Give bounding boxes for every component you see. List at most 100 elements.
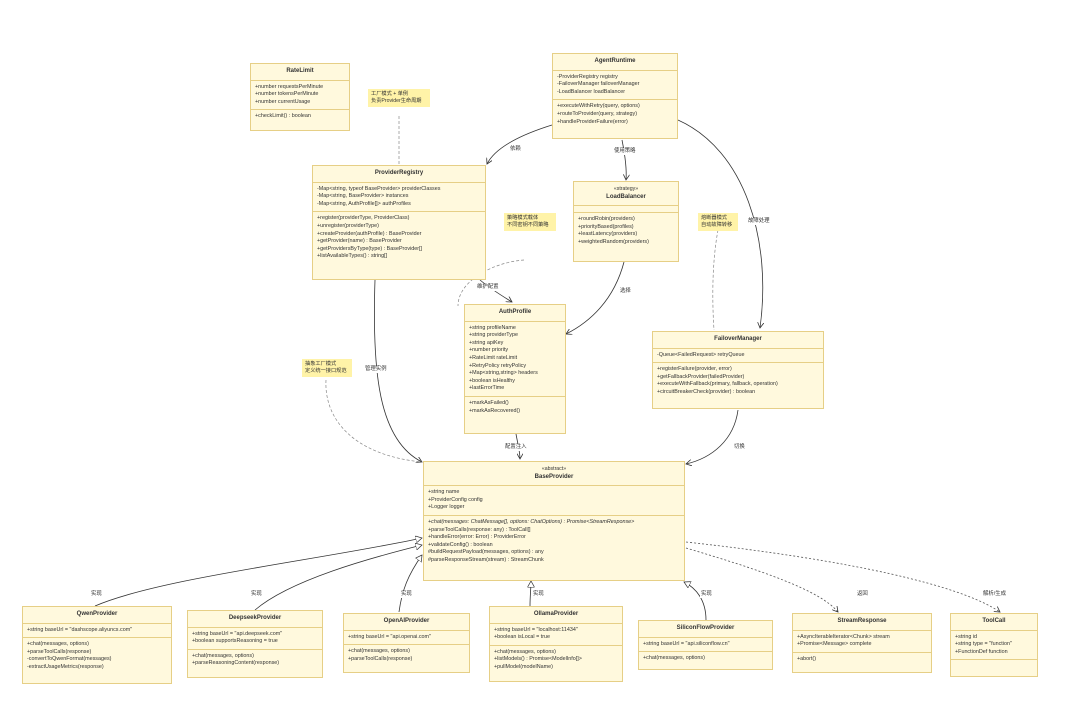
- label-implements-deepseek: 实现: [250, 591, 263, 598]
- methods: +abort(): [793, 653, 931, 667]
- methods: +roundRobin(providers) +priorityBased(pr…: [574, 213, 678, 249]
- class-siliconflowprovider: SiliconFlowProvider +string baseUrl = "a…: [638, 620, 773, 670]
- edge-silicon-inherits: [684, 582, 707, 621]
- method: +parseReasoningContent(response): [192, 660, 280, 667]
- methods: +markAsFailed() +markAsRecovered(): [465, 397, 565, 418]
- methods: +chat(messages: ChatMessage[], options: …: [424, 516, 684, 568]
- methods: +checkLimit() : boolean: [251, 110, 349, 124]
- edge-loadbalancer-authprofile: [566, 261, 625, 334]
- attribute: +boolean isLocal = true: [494, 634, 551, 641]
- attribute: +string name: [428, 489, 460, 496]
- class-name: BaseProvider: [534, 473, 574, 480]
- attribute: +Promise<Message> complete: [797, 641, 872, 648]
- attribute: +boolean isHealthy: [469, 377, 516, 384]
- method: +validateConfig() : boolean: [428, 541, 493, 548]
- method: +registerFailure(provider, error): [657, 366, 732, 373]
- method: +listAvailableTypes() : string[]: [317, 253, 388, 260]
- class-name: OpenAIProvider: [383, 618, 430, 624]
- class-name: SiliconFlowProvider: [676, 625, 735, 631]
- methods: [951, 660, 1037, 666]
- note-line: 工厂模式 + 单例: [371, 91, 409, 97]
- method: #parseResponseStream(stream) : StreamChu…: [428, 556, 544, 563]
- label-maintain-config: 维护配置: [476, 284, 500, 291]
- label-implements-ollama: 实现: [532, 591, 545, 598]
- note-circuit-breaker: 熔断器模式 自动故障转移: [698, 213, 738, 231]
- attributes: [574, 206, 678, 214]
- label-failure-handling: 故障处理: [747, 218, 771, 225]
- note-connector-abstract: [325, 379, 423, 463]
- attribute: +string profileName: [469, 324, 516, 331]
- methods: +executeWithRetry(query, options) +route…: [553, 100, 677, 129]
- attributes: -Map<string, typeof BaseProvider> provid…: [313, 183, 485, 213]
- edge-runtime-failover: [677, 119, 763, 328]
- class-agentruntime: AgentRuntime -ProviderRegistry registry …: [552, 53, 678, 139]
- attribute: +string baseUrl = "dashscope.aliyuncs.co…: [27, 626, 133, 633]
- class-baseprovider: «abstract» BaseProvider +string name +Pr…: [423, 461, 685, 581]
- attribute: +string apiKey: [469, 339, 504, 346]
- method: +getFallbackProvider(failedProvider): [657, 373, 745, 380]
- note-strategy: 策略模式载体 不同密钥不同策略: [504, 213, 556, 231]
- label-depend: 依赖: [509, 146, 522, 153]
- attribute: +string providerType: [469, 332, 518, 339]
- edge-runtime-registry: [487, 124, 553, 164]
- label-parse-generate: 解析/生成: [982, 591, 1008, 598]
- label-returns: 返回: [856, 591, 869, 598]
- attribute: +AsyncIterableIterator<Chunk> stream: [797, 633, 890, 640]
- methods: +registerFailure(provider, error) +getFa…: [653, 363, 823, 399]
- attribute: -FailoverManager failoverManager: [557, 81, 640, 88]
- method: +handleError(error: Error) : ProviderErr…: [428, 534, 526, 541]
- class-streamresponse: StreamResponse +AsyncIterableIterator<Ch…: [792, 613, 932, 673]
- method: +circuitBreakerCheck(provider) : boolean: [657, 388, 756, 395]
- label-implements-silicon: 实现: [700, 591, 713, 598]
- class-name: OllamaProvider: [533, 611, 579, 617]
- method: +getProvider(name) : BaseProvider: [317, 238, 402, 245]
- class-ratelimit: RateLimit +number requestsPerMinute +num…: [250, 63, 350, 131]
- note-line: 不同密钥不同策略: [507, 222, 549, 228]
- method: -extractUsageMetrics(response): [27, 663, 104, 670]
- edge-baseprovider-toolcall: [685, 541, 1000, 612]
- method: +chat(messages, options): [348, 648, 410, 655]
- method: +chat(messages, options): [494, 648, 556, 655]
- note-connector-circuit: [712, 229, 719, 331]
- method: +leastLatency(providers): [578, 231, 638, 238]
- methods: +register(providerType, ProviderClass) +…: [313, 212, 485, 264]
- edge-qwen-inherits: [94, 538, 422, 607]
- note-line: 策略模式载体: [507, 215, 539, 221]
- class-deepseekprovider: DeepseekProvider +string baseUrl = "api.…: [187, 610, 323, 678]
- method: -convertToQwenFormat(messages): [27, 656, 112, 663]
- class-qwenprovider: QwenProvider +string baseUrl = "dashscop…: [22, 606, 172, 684]
- method: +parseToolCalls(response: any) : ToolCal…: [428, 526, 531, 533]
- edge-ollama-inherits: [530, 581, 531, 607]
- attribute: +string type = "function": [955, 641, 1012, 648]
- class-stereotype: «strategy»: [613, 186, 639, 192]
- attribute: +string baseUrl = "api.openai.com": [348, 633, 431, 640]
- attribute: -ProviderRegistry registry: [557, 73, 618, 80]
- class-toolcall: ToolCall +string id +string type = "func…: [950, 613, 1038, 677]
- attributes: +string baseUrl = "api.openai.com": [344, 631, 469, 646]
- edge-openai-inherits: [398, 555, 422, 613]
- attributes: +string id +string type = "function" +Fu…: [951, 631, 1037, 661]
- attribute: +boolean supportsReasoning = true: [192, 638, 278, 645]
- label-select: 选择: [619, 288, 632, 295]
- method: +markAsFailed(): [469, 399, 509, 406]
- label-implements-qwen: 实现: [90, 591, 103, 598]
- class-name: DeepseekProvider: [228, 615, 282, 621]
- method: +routeToProvider(query, strategy): [557, 110, 638, 117]
- label-config-inject: 配置注入: [504, 444, 528, 451]
- edge-runtime-loadbalancer: [621, 139, 626, 180]
- method: +register(providerType, ProviderClass): [317, 215, 410, 222]
- label-use-strategy: 使用策略: [613, 148, 637, 155]
- note-line: 负责Provider生命周期: [371, 98, 422, 104]
- class-name: FailoverManager: [714, 336, 762, 342]
- class-stereotype: «abstract»: [541, 466, 567, 472]
- attribute: +FunctionDef function: [955, 648, 1008, 655]
- method: +getProvidersByType(type) : BaseProvider…: [317, 245, 423, 252]
- attribute: +number requestsPerMinute: [255, 83, 324, 90]
- attributes: +string baseUrl = "api.siliconflow.cn": [639, 638, 772, 653]
- class-name: StreamResponse: [837, 618, 887, 624]
- edge-registry-authprofile: [479, 279, 512, 302]
- method: +checkLimit() : boolean: [255, 113, 311, 120]
- class-name: LoadBalancer: [606, 193, 646, 200]
- method: +handleProviderFailure(error): [557, 118, 628, 125]
